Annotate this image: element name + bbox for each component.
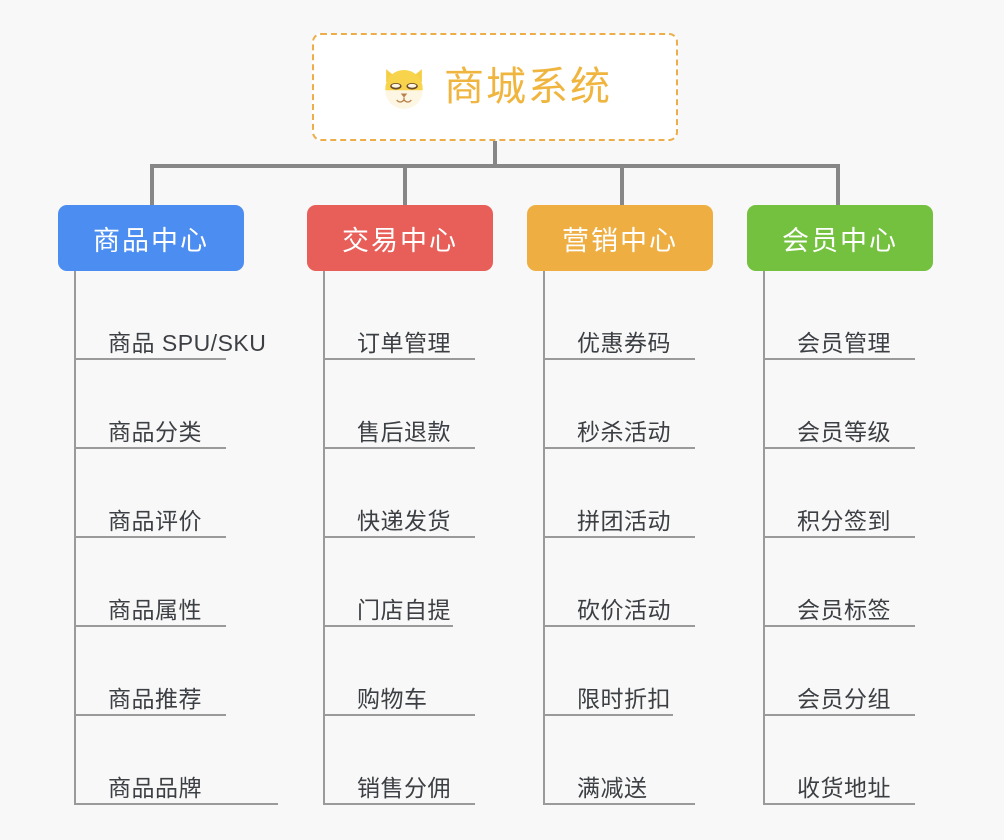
connector-drop-2 <box>403 164 407 208</box>
connector-horizontal-bus <box>150 164 838 168</box>
list-item[interactable]: 商品 SPU/SKU <box>74 271 266 360</box>
leaf-label: 商品推荐 <box>108 685 202 712</box>
leaf-label: 商品分类 <box>108 418 202 445</box>
leaf-label: 秒杀活动 <box>577 418 671 445</box>
category-column-product: 商品中心 商品 SPU/SKU 商品分类 商品评价 商品属性 商品推荐 商品品牌 <box>58 205 278 805</box>
list-item[interactable]: 快递发货 <box>323 449 475 538</box>
list-item[interactable]: 收货地址 <box>763 716 915 805</box>
connector-drop-1 <box>150 164 154 208</box>
connector-root-stem <box>493 141 497 166</box>
leaf-label: 收货地址 <box>797 774 891 801</box>
list-item[interactable]: 售后退款 <box>323 360 475 449</box>
leaf-label: 订单管理 <box>357 329 451 356</box>
leaf-label: 商品属性 <box>108 596 202 623</box>
list-item[interactable]: 销售分佣 <box>323 716 475 805</box>
leaf-label: 优惠券码 <box>577 329 671 356</box>
leaf-label: 会员等级 <box>797 418 891 445</box>
list-item[interactable]: 商品品牌 <box>74 716 278 805</box>
category-label: 会员中心 <box>782 225 898 256</box>
category-column-member: 会员中心 会员管理 会员等级 积分签到 会员标签 会员分组 收货地址 <box>747 205 933 805</box>
category-label: 商品中心 <box>93 225 209 256</box>
leaf-label: 满减送 <box>577 774 648 801</box>
list-item[interactable]: 砍价活动 <box>543 538 695 627</box>
leaf-label: 销售分佣 <box>357 774 451 801</box>
list-item[interactable]: 订单管理 <box>323 271 475 360</box>
list-item[interactable]: 会员分组 <box>763 627 915 716</box>
list-item[interactable]: 拼团活动 <box>543 449 695 538</box>
leaf-list-member: 会员管理 会员等级 积分签到 会员标签 会员分组 收货地址 <box>763 271 933 805</box>
leaf-label: 购物车 <box>357 685 428 712</box>
leaf-label: 会员管理 <box>797 329 891 356</box>
leaf-label: 会员分组 <box>797 685 891 712</box>
list-item[interactable]: 商品评价 <box>74 449 226 538</box>
category-label: 交易中心 <box>342 225 458 256</box>
leaf-list-marketing: 优惠券码 秒杀活动 拼团活动 砍价活动 限时折扣 满减送 <box>543 271 713 805</box>
shiba-dog-icon <box>385 69 423 109</box>
connector-drop-4 <box>836 164 840 208</box>
category-header-member[interactable]: 会员中心 <box>747 205 933 271</box>
category-header-trade[interactable]: 交易中心 <box>307 205 493 271</box>
list-item[interactable]: 优惠券码 <box>543 271 695 360</box>
leaf-label: 砍价活动 <box>577 596 671 623</box>
leaf-label: 商品 SPU/SKU <box>108 329 267 356</box>
leaf-list-product: 商品 SPU/SKU 商品分类 商品评价 商品属性 商品推荐 商品品牌 <box>74 271 278 805</box>
list-item[interactable]: 限时折扣 <box>543 627 673 716</box>
leaf-label: 拼团活动 <box>577 507 671 534</box>
root-title: 商城系统 <box>444 65 612 109</box>
list-item[interactable]: 商品属性 <box>74 538 226 627</box>
connector-drop-3 <box>620 164 624 208</box>
list-item[interactable]: 商品分类 <box>74 360 226 449</box>
leaf-label: 售后退款 <box>357 418 451 445</box>
leaf-list-trade: 订单管理 售后退款 快递发货 门店自提 购物车 销售分佣 <box>323 271 493 805</box>
leaf-label: 商品品牌 <box>108 774 202 801</box>
category-header-product[interactable]: 商品中心 <box>58 205 244 271</box>
leaf-label: 快递发货 <box>357 507 451 534</box>
list-item[interactable]: 门店自提 <box>323 538 453 627</box>
category-label: 营销中心 <box>562 225 678 256</box>
category-header-marketing[interactable]: 营销中心 <box>527 205 713 271</box>
list-item[interactable]: 会员等级 <box>763 360 915 449</box>
leaf-label: 积分签到 <box>797 507 891 534</box>
list-item[interactable]: 会员管理 <box>763 271 915 360</box>
leaf-label: 商品评价 <box>108 507 202 534</box>
list-item[interactable]: 商品推荐 <box>74 627 226 716</box>
list-item[interactable]: 会员标签 <box>763 538 915 627</box>
list-item[interactable]: 秒杀活动 <box>543 360 695 449</box>
leaf-label: 限时折扣 <box>577 685 671 712</box>
leaf-label: 会员标签 <box>797 596 891 623</box>
list-item[interactable]: 积分签到 <box>763 449 915 538</box>
list-item[interactable]: 满减送 <box>543 716 695 805</box>
category-column-trade: 交易中心 订单管理 售后退款 快递发货 门店自提 购物车 销售分佣 <box>307 205 493 805</box>
leaf-label: 门店自提 <box>357 596 451 623</box>
category-column-marketing: 营销中心 优惠券码 秒杀活动 拼团活动 砍价活动 限时折扣 满减送 <box>527 205 713 805</box>
list-item[interactable]: 购物车 <box>323 627 475 716</box>
root-node[interactable]: 商城系统 <box>312 33 678 141</box>
